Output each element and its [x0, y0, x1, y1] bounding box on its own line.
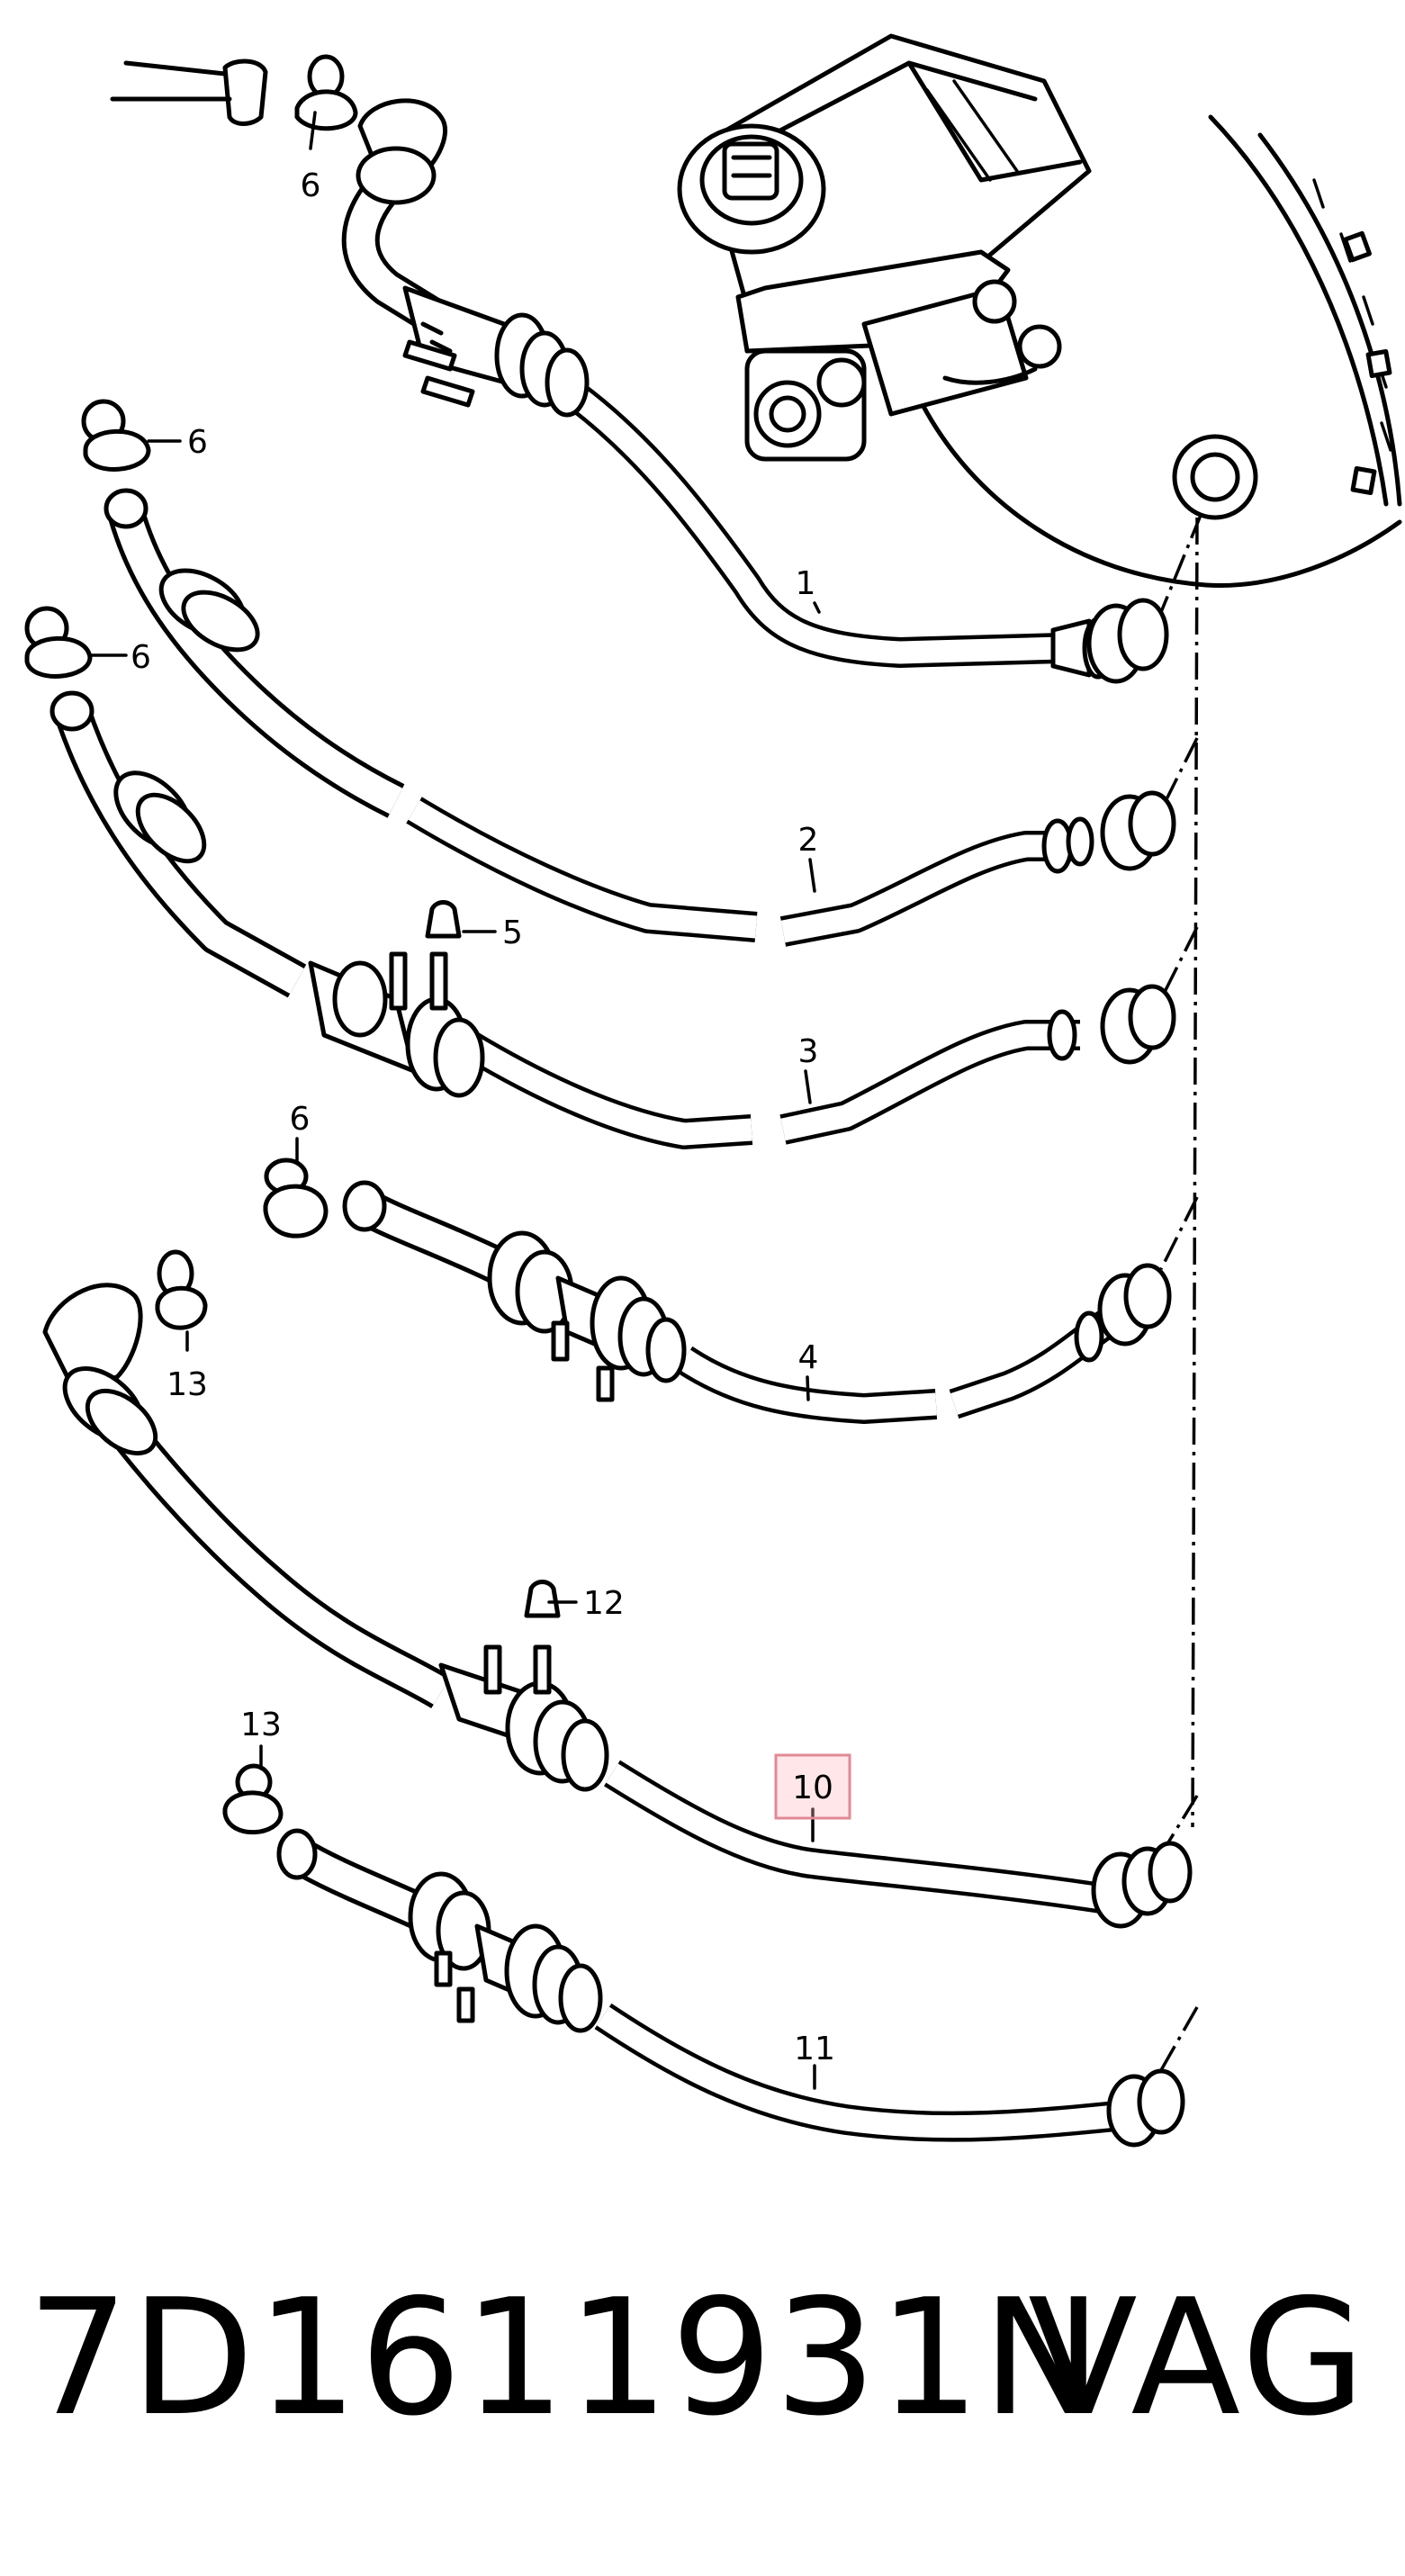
part-number: 7D1611931N [27, 2265, 1104, 2451]
hose-4 [342, 1180, 1172, 1424]
callout-10-highlight [774, 1753, 851, 1820]
callout-4: 4 [798, 1339, 819, 1376]
hose-10 [42, 1283, 1193, 1929]
callout-3: 3 [798, 1033, 819, 1070]
booster-grommet [1172, 434, 1258, 520]
hose-11 [276, 1828, 1185, 2148]
callout-13a: 13 [167, 1366, 208, 1403]
hose-1 [341, 98, 1169, 684]
callout-11: 11 [794, 2031, 835, 2067]
callout-leaders [88, 60, 821, 2090]
brake-booster [915, 114, 1402, 588]
callout-13b: 13 [240, 1707, 282, 1743]
reference-line [1159, 512, 1203, 2071]
callout-10: 10 [792, 1770, 833, 1806]
part-footer: 7D1611931N VAG [0, 2268, 1405, 2448]
callout-12: 12 [583, 1585, 625, 1622]
caps [425, 900, 561, 1618]
callout-1: 1 [796, 565, 816, 602]
clamps [24, 54, 358, 1835]
hose-3 [50, 690, 1176, 1149]
parts-diagram: 1 2 3 4 5 6 6 6 6 10 11 12 13 13 [24, 33, 1402, 2148]
callout-6a: 6 [301, 167, 321, 204]
callout-6c: 6 [131, 639, 151, 676]
master-cylinder [677, 33, 1092, 462]
hose-2 [104, 488, 1176, 947]
callout-6d: 6 [290, 1101, 311, 1138]
brand-name: VAG [1028, 2265, 1369, 2451]
callout-6b: 6 [187, 424, 208, 461]
callout-2: 2 [798, 822, 819, 859]
callout-5: 5 [502, 914, 523, 951]
